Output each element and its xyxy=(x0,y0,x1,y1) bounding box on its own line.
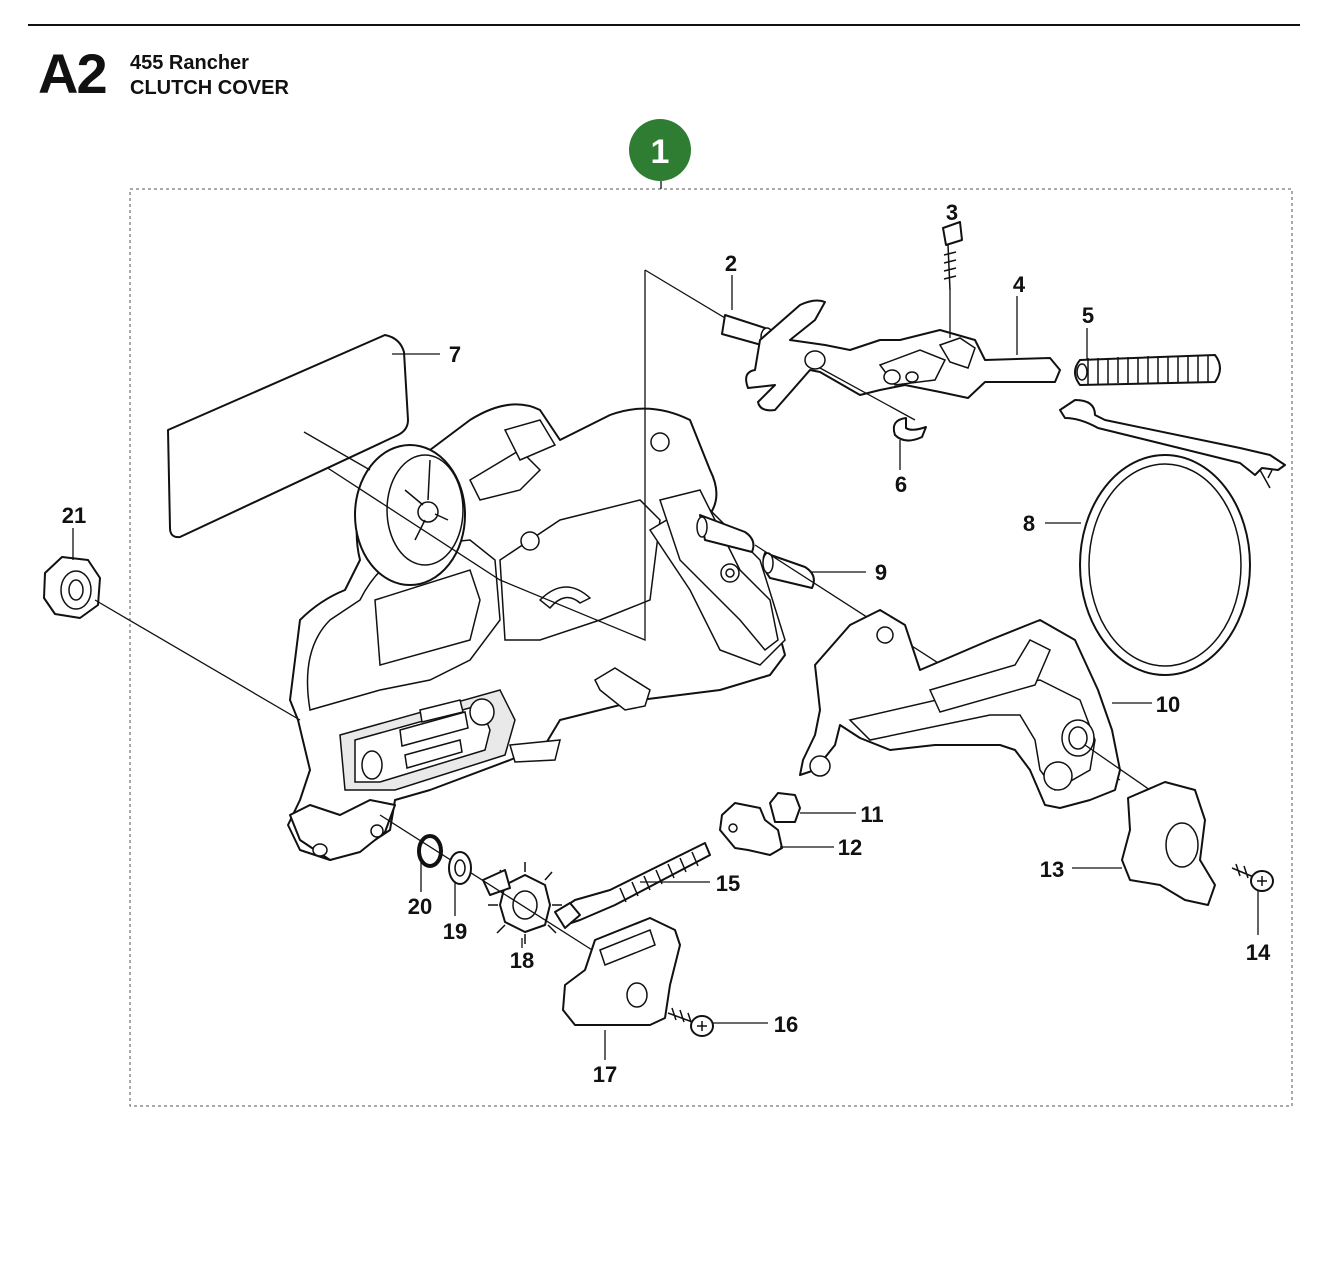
callout-2: 2 xyxy=(725,251,737,276)
section-title: CLUTCH COVER xyxy=(130,77,289,99)
callout-8: 8 xyxy=(1023,511,1035,536)
assembly-badge-label: 1 xyxy=(651,133,670,171)
clip-leader xyxy=(819,367,916,421)
callout-17: 17 xyxy=(593,1062,617,1087)
callout-18: 18 xyxy=(510,948,534,973)
part-15-tensioner-screw[interactable] xyxy=(554,842,711,929)
callout-3: 3 xyxy=(946,200,958,225)
gear-guide-line xyxy=(379,814,601,956)
callout-11: 11 xyxy=(860,802,883,827)
callout-14: 14 xyxy=(1246,940,1271,965)
part-21-nut[interactable] xyxy=(43,556,101,619)
top-rule xyxy=(28,24,1300,26)
section-code: A2 xyxy=(38,42,108,105)
model-name: 455 Rancher xyxy=(130,52,249,74)
part-5-spring[interactable] xyxy=(1074,354,1221,386)
part-14-screw[interactable] xyxy=(1231,863,1274,892)
assembly-frame xyxy=(129,188,1293,1107)
cover-guide-line xyxy=(1084,744,1151,791)
decal-leader xyxy=(303,431,371,471)
part-17-guide-plate[interactable] xyxy=(562,917,681,1026)
callout-5: 5 xyxy=(1082,303,1094,328)
nut-leader xyxy=(94,599,301,721)
part-18-gear[interactable] xyxy=(482,862,562,944)
part-12-tensioner-block[interactable] xyxy=(719,802,783,856)
part-8-brake-band[interactable] xyxy=(1059,399,1286,676)
part-13-chain-catcher[interactable] xyxy=(1121,781,1216,906)
callout-21: 21 xyxy=(62,503,86,528)
part-10-inner-cover[interactable] xyxy=(799,609,1121,809)
part-20-o-ring[interactable] xyxy=(417,834,443,868)
part-6-clip[interactable] xyxy=(892,417,927,442)
part-16-screw[interactable] xyxy=(667,1007,714,1037)
callout-4: 4 xyxy=(1013,272,1026,297)
callout-6: 6 xyxy=(895,472,907,497)
assembly-guide-line xyxy=(299,270,646,641)
part-11-nut[interactable] xyxy=(769,792,801,823)
assembly-badge-circle xyxy=(629,119,691,181)
clutch-cover-body xyxy=(287,403,786,861)
part-19-washer[interactable] xyxy=(448,851,472,885)
part-3-screw[interactable] xyxy=(942,221,963,291)
part-4-brake-lever[interactable] xyxy=(745,299,1061,412)
callout-12: 12 xyxy=(838,835,862,860)
callout-16: 16 xyxy=(774,1012,798,1037)
assembly-badge[interactable]: 1 xyxy=(629,119,691,181)
part-7-decal[interactable] xyxy=(167,334,409,539)
callout-10: 10 xyxy=(1156,692,1180,717)
callout-20: 20 xyxy=(408,894,432,919)
callout-19: 19 xyxy=(443,919,467,944)
callout-7: 7 xyxy=(449,342,461,367)
callout-15: 15 xyxy=(716,871,740,896)
callout-9: 9 xyxy=(875,560,887,585)
callout-13: 13 xyxy=(1040,857,1064,882)
